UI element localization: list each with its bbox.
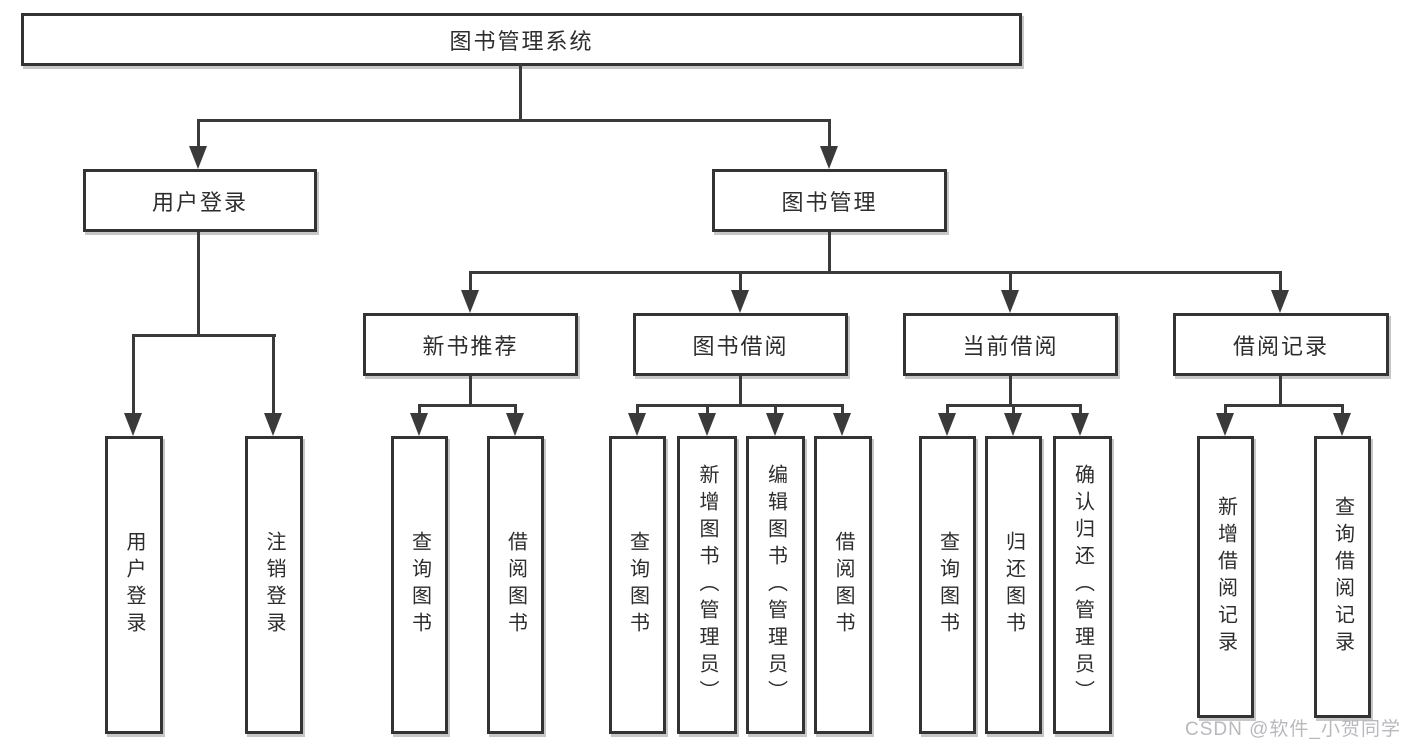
connector-borrow-records-stub	[1279, 376, 1282, 407]
connector-shaft-nbr-borrow	[514, 404, 517, 418]
connector-shaft-new-book-rec	[469, 271, 472, 292]
arrowhead-to-cb-query	[938, 413, 956, 436]
leaf-cb-return-books: 归还图书	[985, 436, 1042, 734]
arrowhead-to-user-login	[189, 146, 207, 169]
connector-shaft-bb-query	[636, 404, 639, 418]
connector-shaft-user-login	[197, 119, 200, 149]
connector-shaft-cb-return	[1012, 404, 1015, 418]
arrowhead-to-nbr-borrow	[506, 413, 524, 436]
leaf-cb-query-books: 查询图书	[919, 436, 976, 734]
connector-shaft-cb-query	[946, 404, 949, 418]
arrowhead-to-leaf-user-login	[124, 413, 142, 436]
csdn-watermark: CSDN @软件_小贺同学	[1185, 719, 1401, 740]
leaf-bb-query-books: 查询图书	[609, 436, 666, 734]
connector-shaft-bb-add	[706, 404, 709, 418]
connector-book-borrow-crossbar	[636, 404, 844, 407]
connector-book-borrow-stub	[739, 376, 742, 407]
node-borrowing-records: 借阅记录	[1173, 313, 1389, 376]
connector-new-book-rec-stub	[469, 376, 472, 407]
leaf-br-query-record: 查询借阅记录	[1314, 436, 1371, 718]
arrowhead-to-nbr-query	[410, 413, 428, 436]
arrowhead-to-current-borrow	[1001, 290, 1019, 313]
arrowhead-to-book-borrow	[731, 290, 749, 313]
connector-borrow-records-crossbar	[1224, 404, 1343, 407]
arrowhead-to-bb-add	[698, 413, 716, 436]
node-book-management: 图书管理	[712, 169, 947, 232]
arrowhead-to-cb-confirm	[1071, 413, 1089, 436]
connector-shaft-current-borrow	[1009, 271, 1012, 292]
leaf-bb-add-books-admin: 新增图书（管理员）	[677, 436, 737, 734]
arrowhead-to-book-mgmt	[820, 146, 838, 169]
connector-shaft-nbr-query	[418, 404, 421, 418]
connector-current-borrow-stub	[1009, 376, 1012, 407]
connector-new-book-rec-crossbar	[418, 404, 517, 407]
node-user-login: 用户登录	[83, 169, 317, 232]
connector-user-login-stub	[197, 232, 200, 337]
arrowhead-to-cb-return	[1004, 413, 1022, 436]
connector-shaft-book-mgmt	[828, 119, 831, 149]
connector-shaft-cb-confirm	[1079, 404, 1082, 418]
arrowhead-to-leaf-logout	[264, 413, 282, 436]
leaf-user-login: 用户登录	[105, 436, 163, 734]
arrowhead-to-new-book-rec	[461, 290, 479, 313]
leaf-bb-borrow-books: 借阅图书	[814, 436, 872, 734]
arrowhead-to-br-add	[1216, 413, 1234, 436]
connector-user-login-crossbar	[132, 334, 276, 337]
leaf-br-add-record: 新增借阅记录	[1197, 436, 1254, 718]
node-new-book-recommend: 新书推荐	[363, 313, 578, 376]
leaf-nbr-borrow-books: 借阅图书	[487, 436, 544, 734]
leaf-logout: 注销登录	[245, 436, 303, 734]
connector-root-crossbar	[197, 119, 831, 122]
arrowhead-to-borrow-records	[1271, 290, 1289, 313]
connector-shaft-br-add	[1224, 404, 1227, 418]
connector-shaft-borrow-records	[1279, 271, 1282, 292]
connector-book-mgmt-crossbar	[469, 271, 1282, 274]
leaf-cb-confirm-return-admin: 确认归还（管理员）	[1053, 436, 1112, 734]
connector-shaft-bb-borrow	[841, 404, 844, 418]
connector-shaft-br-query	[1341, 404, 1344, 418]
node-current-borrowing: 当前借阅	[903, 313, 1118, 376]
leaf-bb-edit-books-admin: 编辑图书（管理员）	[746, 436, 805, 734]
connector-shaft-bb-edit	[774, 404, 777, 418]
node-book-borrowing: 图书借阅	[633, 313, 848, 376]
leaf-nbr-query-books: 查询图书	[391, 436, 448, 734]
arrowhead-to-bb-query	[628, 413, 646, 436]
connector-book-mgmt-stub	[828, 232, 831, 274]
connector-shaft-leaf-user-login	[132, 334, 135, 414]
connector-shaft-leaf-logout	[272, 334, 275, 414]
connector-root-trunk	[519, 64, 522, 121]
arrowhead-to-bb-borrow	[833, 413, 851, 436]
node-root-library-system: 图书管理系统	[21, 13, 1022, 66]
connector-shaft-book-borrow	[739, 271, 742, 292]
arrowhead-to-bb-edit	[766, 413, 784, 436]
arrowhead-to-br-query	[1333, 413, 1351, 436]
